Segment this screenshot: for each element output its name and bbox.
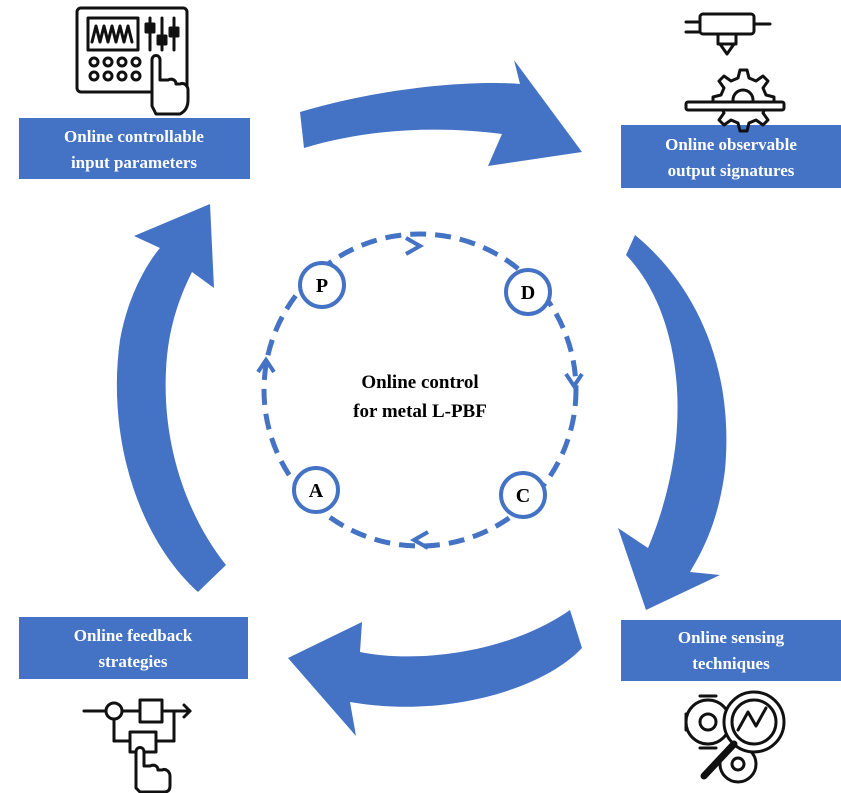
node-p: P — [298, 261, 346, 309]
feedback-line2: strategies — [99, 652, 168, 671]
sensing-line1: Online sensing — [678, 628, 785, 647]
sensing-box — [621, 620, 841, 681]
node-d: D — [504, 268, 552, 316]
chevron-left — [256, 356, 276, 374]
chevron-bottom — [409, 530, 429, 550]
arrow-top — [300, 60, 582, 166]
center-label-line2: for metal L-PBF — [353, 401, 487, 422]
feedback-box — [19, 617, 248, 679]
arrow-left — [116, 204, 226, 592]
output-signatures-line2: output signatures — [668, 161, 795, 180]
svg-text:D: D — [521, 282, 535, 304]
output-signatures-line1: Online observable — [665, 135, 797, 154]
arrow-bottom — [288, 610, 582, 736]
node-c: C — [499, 471, 547, 519]
svg-text:C: C — [516, 485, 530, 507]
chevron-right — [564, 372, 584, 390]
arrow-right — [618, 235, 727, 610]
3d-printer-gear-icon — [684, 12, 786, 133]
input-parameters-line1: Online controllable — [64, 127, 204, 146]
feedback-line1: Online feedback — [74, 626, 193, 645]
input-parameters-line2: input parameters — [71, 153, 197, 172]
node-a: A — [292, 466, 340, 514]
chevron-top — [405, 236, 425, 256]
sensing-line2: techniques — [692, 654, 770, 673]
center-label-line1: Online control — [361, 372, 478, 393]
input-parameters-box — [19, 118, 250, 179]
control-panel-touch-icon — [75, 6, 190, 116]
output-signatures-box — [621, 125, 841, 188]
svg-text:A: A — [309, 480, 324, 502]
svg-text:P: P — [316, 275, 328, 297]
gears-magnifier-icon — [684, 690, 786, 784]
pdca-dashed-circle — [261, 231, 579, 549]
block-diagram-touch-icon — [82, 698, 192, 793]
